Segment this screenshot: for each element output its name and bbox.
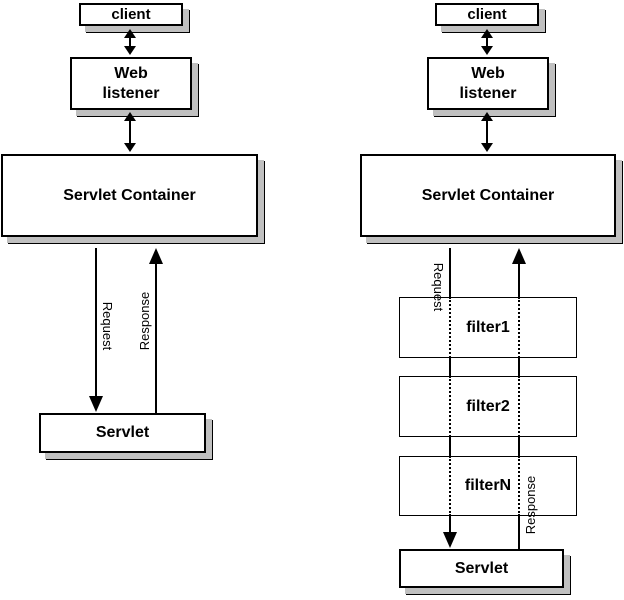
arrow-down-icon [481, 143, 493, 152]
arrow-shaft [129, 121, 131, 143]
right-request-line-dotted [449, 376, 451, 437]
right-response-line-dotted [518, 297, 520, 358]
left-servlet-container-box: Servlet Container [1, 154, 258, 237]
right-request-label: Request [431, 262, 446, 312]
arrow-up-icon [124, 112, 136, 121]
right-request-line [449, 358, 451, 376]
filter2-label: filter2 [466, 397, 510, 415]
left-servlet-box: Servlet [39, 413, 206, 453]
arrow-shaft [486, 38, 488, 46]
arrow-down-icon [481, 46, 493, 55]
right-listener-container-double-arrow-icon [480, 112, 494, 152]
right-web-listener-label: Web listener [459, 64, 517, 102]
filter1-label: filter1 [466, 318, 510, 336]
arrow-down-icon [124, 46, 136, 55]
left-client-listener-double-arrow-icon [123, 29, 137, 55]
right-servlet-container-label: Servlet Container [421, 186, 555, 204]
left-response-label: Response [137, 291, 152, 351]
left-servlet-container-label: Servlet Container [63, 186, 196, 204]
right-response-line [518, 516, 520, 549]
right-servlet-box: Servlet [399, 549, 564, 588]
left-client-box: client [79, 3, 183, 26]
arrow-up-icon [481, 112, 493, 121]
right-request-line [449, 516, 451, 532]
filter1-box: filter1 [399, 297, 577, 358]
left-client-label: client [111, 5, 151, 23]
right-client-box: client [435, 3, 539, 26]
filterN-box: filterN [399, 456, 577, 516]
filter2-box: filter2 [399, 376, 577, 437]
right-response-line-dotted [518, 376, 520, 437]
arrow-down-icon [124, 143, 136, 152]
left-response-arrowhead-icon [149, 248, 163, 264]
arrow-up-icon [124, 29, 136, 38]
right-response-label: Response [523, 475, 538, 535]
right-response-line-dotted [518, 456, 520, 516]
right-client-listener-double-arrow-icon [480, 29, 494, 55]
right-request-line-dotted [449, 456, 451, 516]
left-request-label: Request [100, 301, 115, 351]
left-request-line [95, 248, 97, 396]
right-response-line [518, 262, 520, 297]
left-response-line [155, 262, 157, 413]
right-web-listener-box: Web listener [427, 57, 549, 110]
right-client-label: client [467, 5, 507, 23]
filterN-label: filterN [464, 477, 512, 494]
right-request-line [449, 437, 451, 456]
arrow-up-icon [481, 29, 493, 38]
right-request-line-dotted [449, 297, 451, 358]
left-web-listener-label: Web listener [102, 64, 160, 102]
arrow-shaft [486, 121, 488, 143]
right-response-arrowhead-icon [512, 248, 526, 264]
arrow-shaft [129, 38, 131, 46]
right-request-line [449, 248, 451, 297]
right-servlet-container-box: Servlet Container [360, 154, 616, 237]
left-request-arrowhead-icon [89, 396, 103, 412]
right-request-arrowhead-icon [443, 532, 457, 548]
right-response-line [518, 358, 520, 376]
right-response-line [518, 437, 520, 456]
left-listener-container-double-arrow-icon [123, 112, 137, 152]
left-web-listener-box: Web listener [70, 57, 192, 110]
left-servlet-label: Servlet [95, 424, 150, 441]
right-servlet-label: Servlet [454, 559, 509, 577]
